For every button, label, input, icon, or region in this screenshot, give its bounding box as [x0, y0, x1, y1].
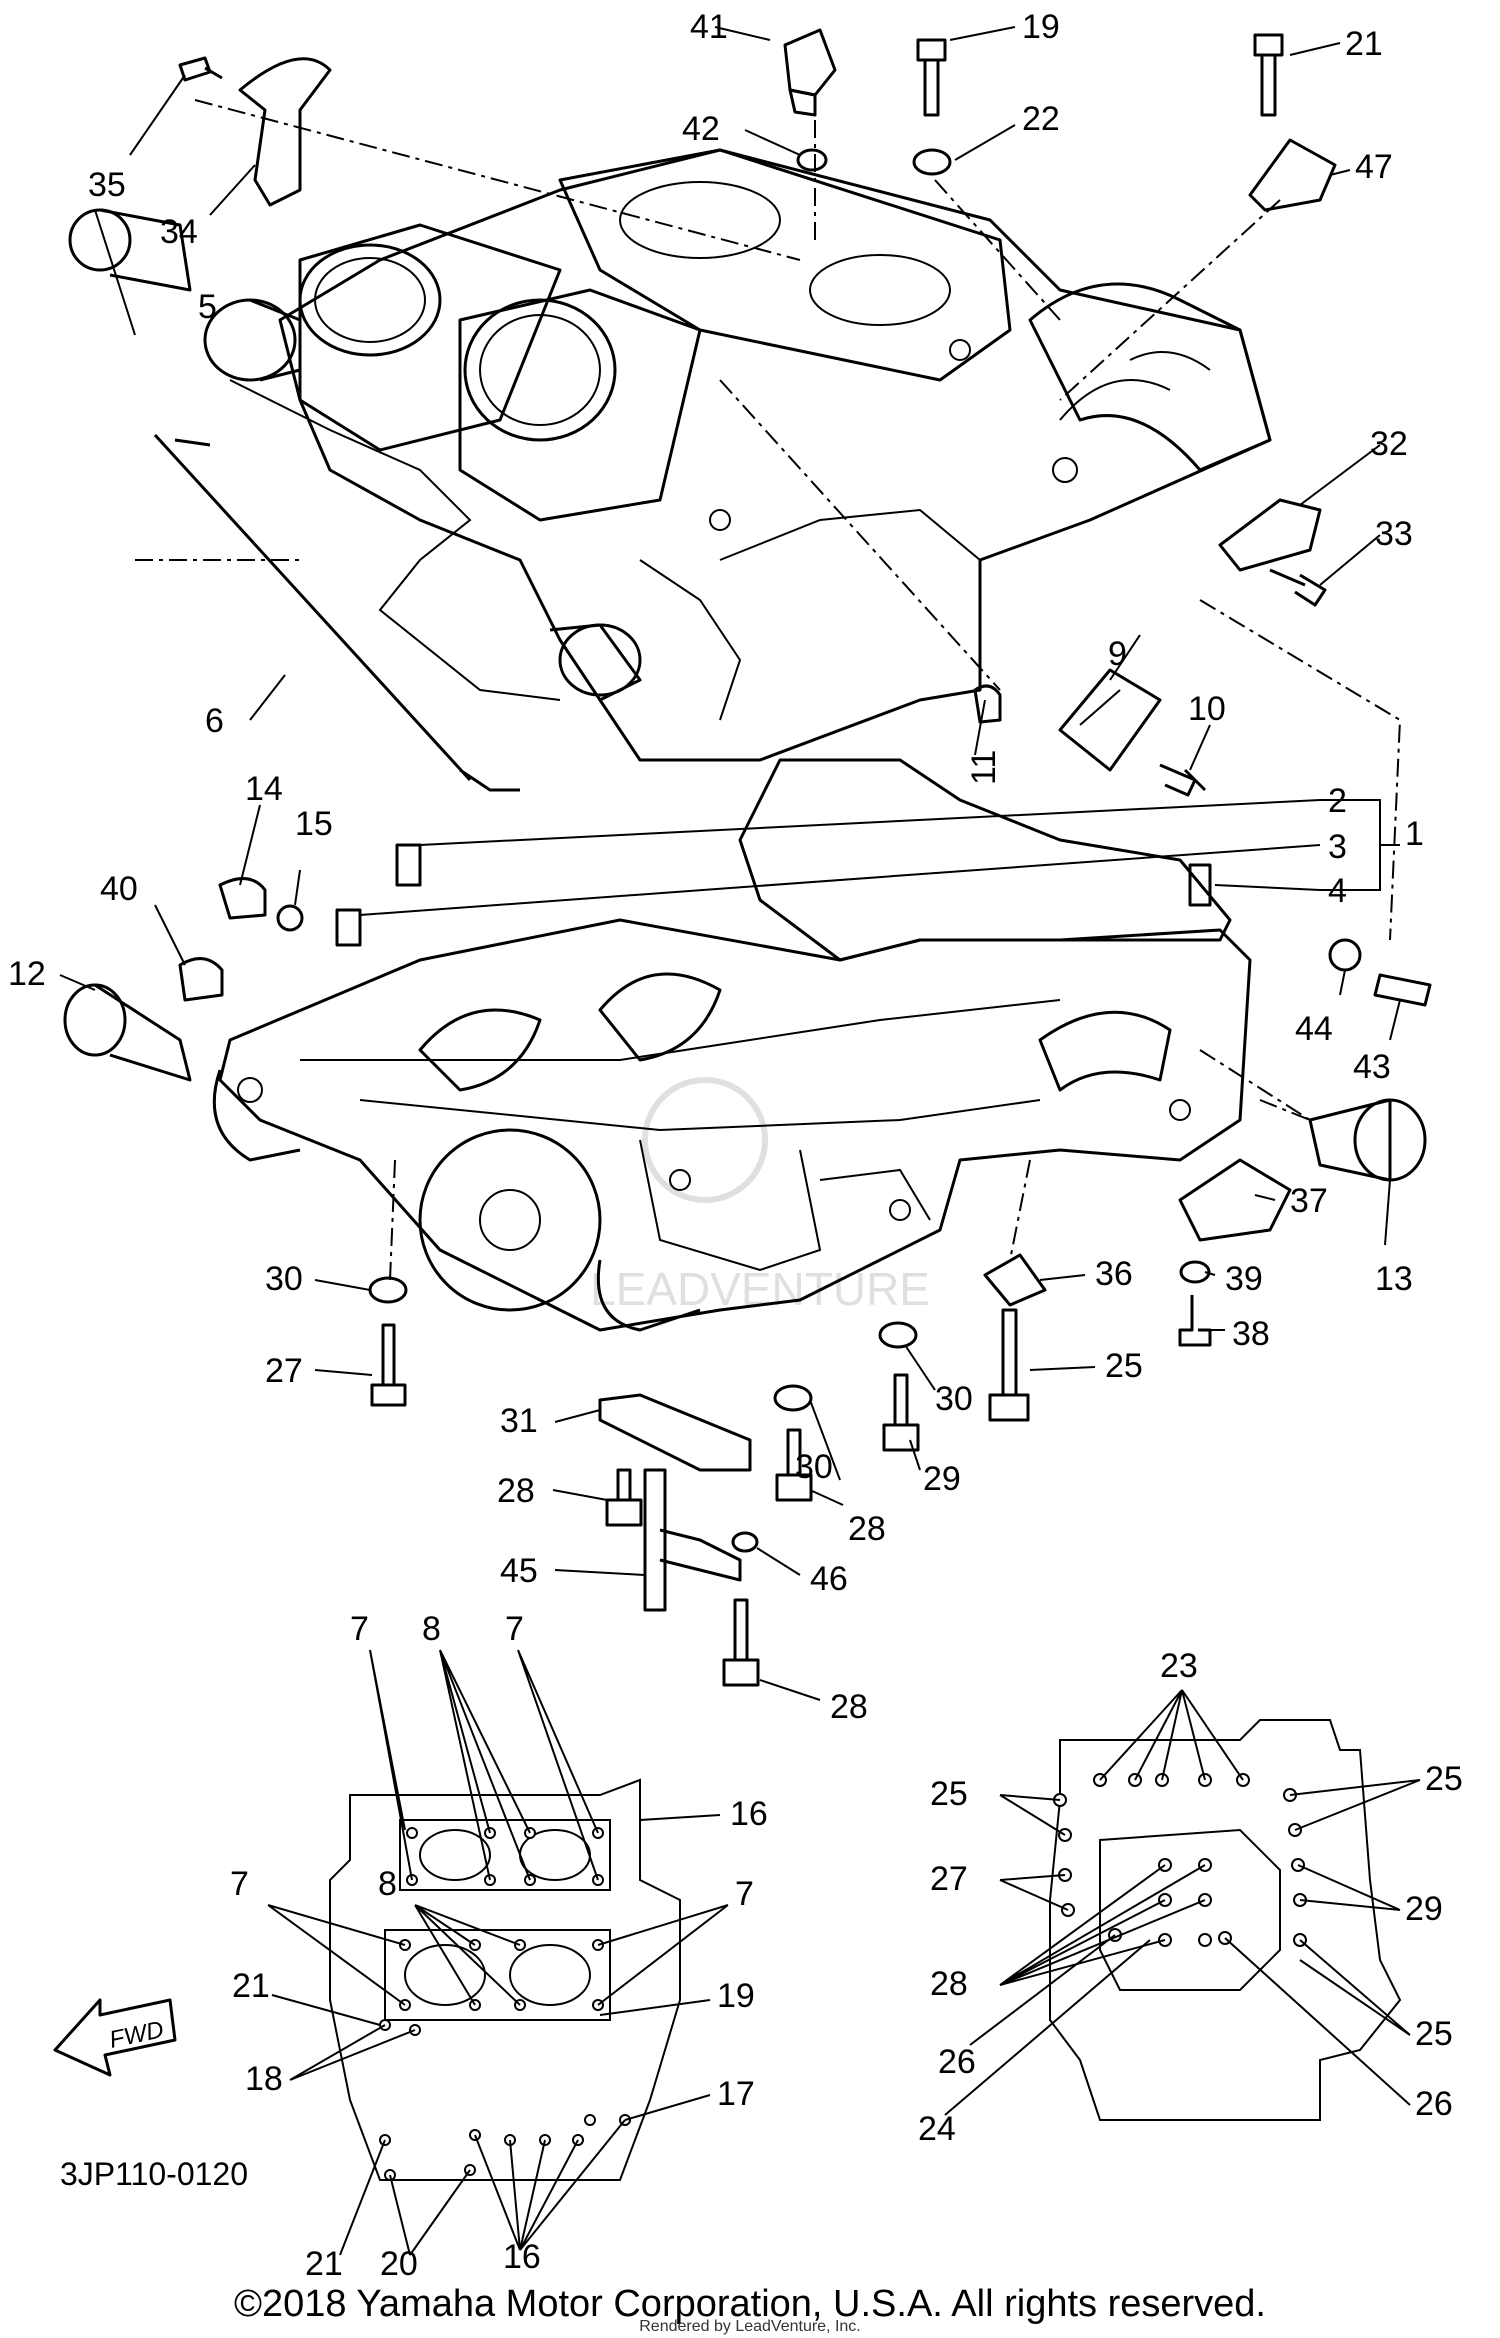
callout-22: 22: [1022, 100, 1060, 138]
callout-14: 14: [245, 770, 283, 808]
callout-12: 12: [8, 955, 46, 993]
inset-callout-28: 28: [930, 1965, 968, 2003]
callout-30a: 30: [265, 1260, 303, 1298]
callout-10: 10: [1188, 690, 1226, 728]
center-lines: [135, 99, 1402, 1281]
callout-35: 35: [88, 166, 126, 204]
callout-3: 3: [1328, 828, 1347, 866]
callout-29: 29: [923, 1460, 961, 1498]
callout-38: 38: [1232, 1315, 1270, 1353]
inset-callout-26b: 26: [1415, 2085, 1453, 2123]
inset-callout-19: 19: [717, 1977, 755, 2015]
callout-1: 1: [1405, 815, 1424, 853]
watermark-text: LEADVENTURE: [590, 1263, 930, 1315]
callout-30b: 30: [935, 1380, 973, 1418]
inset-callout-20: 20: [380, 2245, 418, 2283]
inset-callout-25b: 25: [1425, 1760, 1463, 1798]
inset-callout-7d: 7: [735, 1875, 754, 1913]
inset-callout-7a: 7: [350, 1610, 369, 1648]
fwd-label: FWD: [107, 2016, 166, 2054]
leader-lines: [59, 26, 1401, 1701]
right-inset-bolt-diagram: [944, 1689, 1421, 2121]
inset-callout-21b: 21: [305, 2245, 343, 2283]
callout-30c: 30: [795, 1448, 833, 1486]
left-inset-labels: 7 8 7 16 7 8 7 21 18 19 17 21 20 16 FWD …: [60, 1610, 768, 2283]
callout-21: 21: [1345, 25, 1383, 63]
inset-callout-16b: 16: [503, 2238, 541, 2276]
callout-39: 39: [1225, 1260, 1263, 1298]
inset-callout-16: 16: [730, 1795, 768, 1833]
callout-2: 2: [1328, 782, 1347, 820]
callout-37: 37: [1290, 1182, 1328, 1220]
callout-28b: 28: [497, 1472, 535, 1510]
inset-callout-8: 8: [422, 1610, 441, 1648]
inset-callout-24: 24: [918, 2110, 956, 2148]
inset-callout-7b: 7: [505, 1610, 524, 1648]
callout-13: 13: [1375, 1260, 1413, 1298]
callout-32: 32: [1370, 425, 1408, 463]
left-inset-bolt-diagram: [53, 1649, 729, 2256]
callout-34: 34: [160, 213, 198, 251]
callout-46: 46: [810, 1560, 848, 1598]
inset-callout-29: 29: [1405, 1890, 1443, 1928]
inset-callout-25c: 25: [1415, 2015, 1453, 2053]
right-inset-labels: 23 25 25 27 29 28 25 26 26 24: [918, 1647, 1463, 2148]
callout-36: 36: [1095, 1255, 1133, 1293]
callout-47: 47: [1355, 148, 1393, 186]
watermark: LEADVENTURE: [590, 1077, 930, 1315]
callout-45: 45: [500, 1552, 538, 1590]
callout-11: 11: [965, 750, 1003, 785]
callout-42: 42: [682, 110, 720, 148]
callout-28c: 28: [830, 1688, 868, 1726]
upper-crankcase: [68, 148, 1272, 762]
inset-callout-26a: 26: [938, 2043, 976, 2081]
copyright-notice: ©2018 Yamaha Motor Corporation, U.S.A. A…: [234, 2283, 1266, 2325]
callout-43: 43: [1353, 1048, 1391, 1086]
inset-callout-17: 17: [717, 2075, 755, 2113]
diagram-code: 3JP110-0120: [60, 2156, 248, 2192]
callout-33: 33: [1375, 515, 1413, 553]
callout-31: 31: [500, 1402, 538, 1440]
inset-callout-18: 18: [245, 2060, 283, 2098]
inset-callout-25a: 25: [930, 1775, 968, 1813]
small-parts: [63, 28, 1432, 1687]
callout-25: 25: [1105, 1347, 1143, 1385]
callout-15: 15: [295, 805, 333, 843]
callout-19: 19: [1022, 8, 1060, 46]
callout-28a: 28: [848, 1510, 886, 1548]
callout-40: 40: [100, 870, 138, 908]
inset-callout-27: 27: [930, 1860, 968, 1898]
callout-41: 41: [690, 8, 728, 46]
inset-callout-7c: 7: [230, 1865, 249, 1903]
callout-4: 4: [1328, 872, 1347, 910]
inset-callout-23: 23: [1160, 1647, 1198, 1685]
callout-9: 9: [1108, 635, 1127, 673]
callout-44: 44: [1295, 1010, 1333, 1048]
lower-crankcase: [212, 758, 1252, 1332]
callout-labels: 41 42 19 22 21 47 35 34 5 32 33 9 10 11 …: [8, 8, 1424, 1726]
inset-callout-21: 21: [232, 1967, 270, 2005]
callout-6: 6: [205, 702, 224, 740]
rendered-by-credit: Rendered by LeadVenture, Inc.: [639, 2318, 861, 2335]
callout-5: 5: [198, 288, 217, 326]
inset-callout-8b: 8: [378, 1865, 397, 1903]
callout-27: 27: [265, 1352, 303, 1390]
